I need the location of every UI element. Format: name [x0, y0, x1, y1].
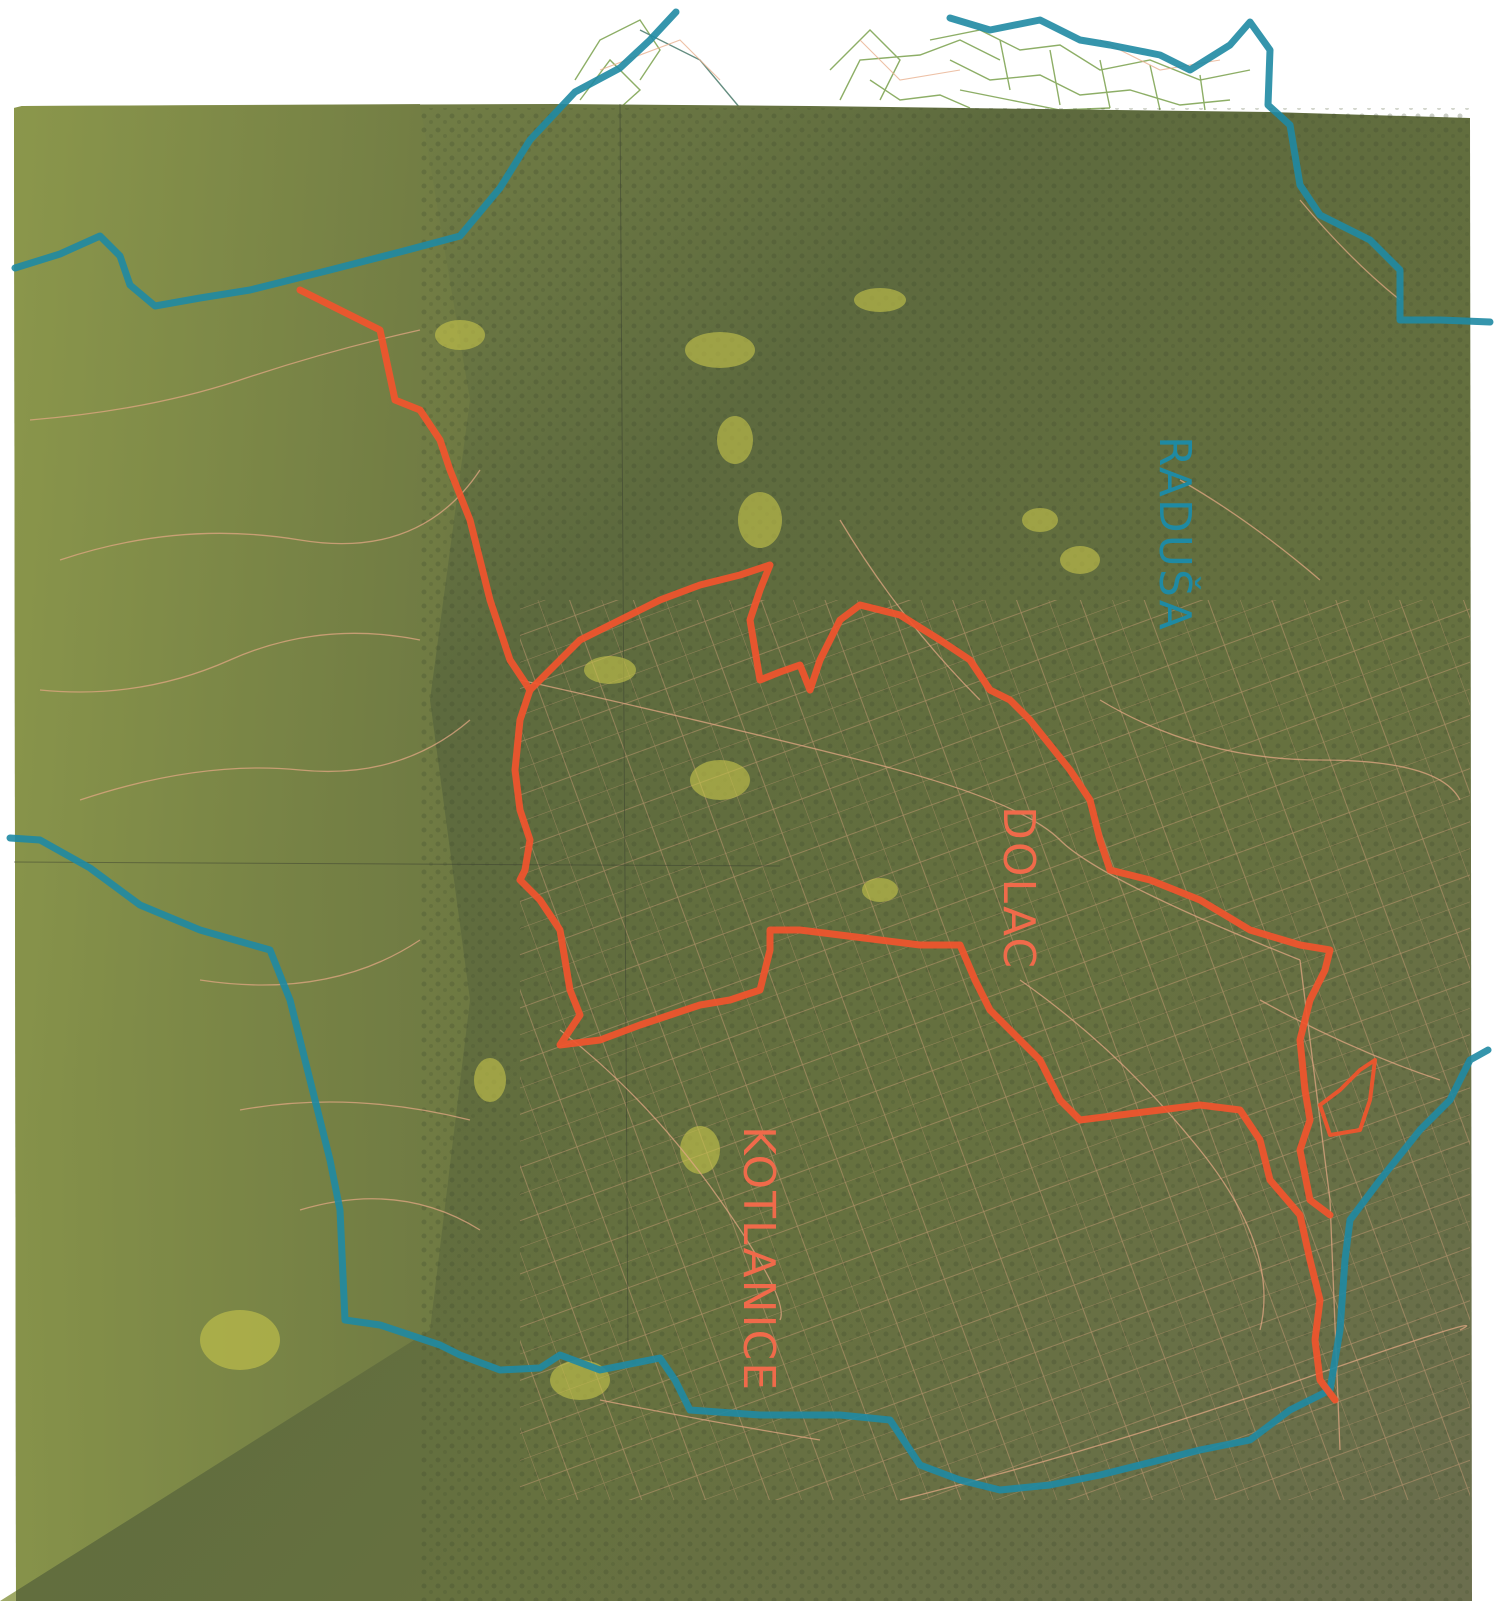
inner-boundary-dolac-kotlanice [511, 686, 1339, 1404]
outer-boundary-main [6, 834, 1492, 1494]
outer-boundary-nw [11, 8, 680, 310]
outer-boundaries [6, 8, 1494, 1494]
yellow-clearings [200, 288, 1100, 1400]
inner-boundary-north [526, 561, 1334, 1219]
outer-boundary-ne [946, 14, 1494, 326]
roads [29, 199, 1468, 1501]
inner-boundaries [296, 286, 1377, 1404]
label-kotlanice: KOTLANICE [733, 1126, 784, 1392]
photo-seams [13, 103, 781, 1351]
inner-boundary-west [296, 286, 534, 694]
label-dolac: DOLAC [993, 806, 1044, 970]
label-radusa: RADUŠA [1149, 436, 1202, 632]
inner-boundary-small-loop [1318, 1058, 1377, 1137]
orthophoto-west-plain [0, 104, 470, 1601]
top-cadastre-sketch [574, 19, 1251, 111]
